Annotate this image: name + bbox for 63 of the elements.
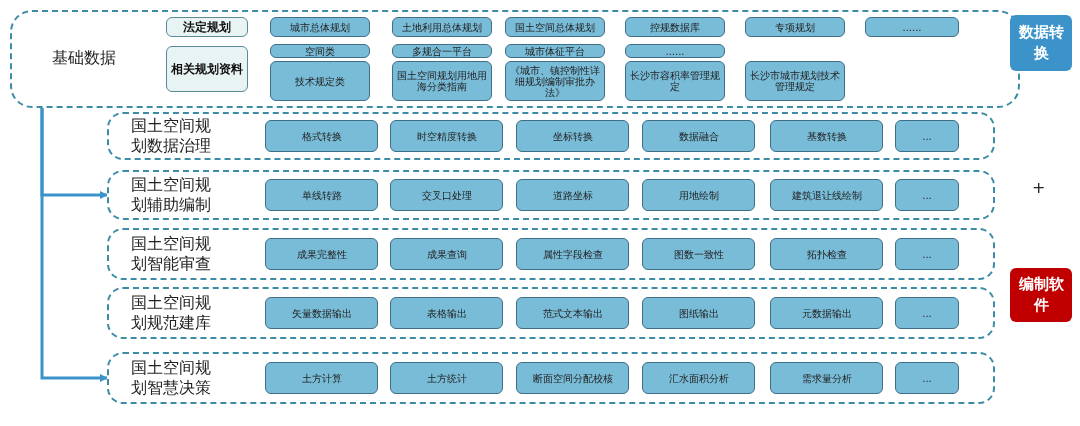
plus-sign: + [1032, 177, 1046, 199]
item-box: 土地利用总体规划 [392, 17, 492, 37]
item-box: ...... [865, 17, 959, 37]
item-box: 矢量数据输出 [265, 297, 378, 329]
item-box: 数据融合 [642, 120, 755, 152]
item-box: 城市体征平台 [505, 44, 605, 58]
item-box: 交叉口处理 [390, 179, 503, 211]
item-box: 土方计算 [265, 362, 378, 394]
item-box: 图数一致性 [642, 238, 755, 270]
item-box: 时空精度转换 [390, 120, 503, 152]
item-box: 图纸输出 [642, 297, 755, 329]
item-box: 空间类 [270, 44, 370, 58]
item-box: ... [895, 362, 959, 394]
item-box: 需求量分析 [770, 362, 883, 394]
item-box: 控规数据库 [625, 17, 725, 37]
item-box: 城市总体规划 [270, 17, 370, 37]
category-box: 法定规划 [166, 17, 248, 37]
item-box: 国土空间总体规划 [505, 17, 605, 37]
item-box: 断面空间分配校核 [516, 362, 629, 394]
item-box: 基数转换 [770, 120, 883, 152]
item-box: 多规合一平台 [392, 44, 492, 58]
item-box: 土方统计 [390, 362, 503, 394]
item-box: 专项规划 [745, 17, 845, 37]
item-box: 格式转换 [265, 120, 378, 152]
item-box: 长沙市容积率管理规定 [625, 61, 725, 101]
item-box: 拓扑检查 [770, 238, 883, 270]
dashed-group-frame [107, 352, 995, 404]
item-box: 坐标转换 [516, 120, 629, 152]
item-box: 元数据输出 [770, 297, 883, 329]
item-box: ... [895, 179, 959, 211]
arrow [40, 108, 108, 382]
item-box: ... [895, 238, 959, 270]
category-badge: 编制软件 [1010, 268, 1072, 322]
group-title: 国土空间规划智慧决策 [131, 358, 212, 398]
dashed-group-frame [107, 287, 995, 339]
item-box: 属性字段检查 [516, 238, 629, 270]
dashed-group-frame [107, 228, 995, 280]
item-box: ... [895, 120, 959, 152]
group-title: 国土空间规划规范建库 [131, 293, 212, 333]
group-title: 基础数据 [52, 47, 116, 69]
group-title: 国土空间规划辅助编制 [131, 175, 212, 215]
group-title: 国土空间规划数据治理 [131, 116, 212, 156]
item-box: 《城市、镇控制性详细规划编制审批办法》 [505, 61, 605, 101]
item-box: 长沙市城市规划技术管理规定 [745, 61, 845, 101]
dashed-group-frame [107, 170, 995, 220]
item-box: 汇水面积分析 [642, 362, 755, 394]
item-box: 成果完整性 [265, 238, 378, 270]
item-box: 范式文本输出 [516, 297, 629, 329]
dashed-group-frame [107, 112, 995, 160]
item-box: ...... [625, 44, 725, 58]
dashed-group-frame [10, 10, 1020, 108]
group-title: 国土空间规划智能审查 [131, 234, 212, 274]
category-badge: 数据转换 [1010, 15, 1072, 71]
item-box: 道路坐标 [516, 179, 629, 211]
item-box: 技术规定类 [270, 61, 370, 101]
item-box: 用地绘制 [642, 179, 755, 211]
item-box: ... [895, 297, 959, 329]
item-box: 成果查询 [390, 238, 503, 270]
category-box: 相关规划资料 [166, 46, 248, 92]
item-box: 国土空间规划用地用海分类指南 [392, 61, 492, 101]
item-box: 表格输出 [390, 297, 503, 329]
item-box: 建筑退让线绘制 [770, 179, 883, 211]
item-box: 单线转路 [265, 179, 378, 211]
